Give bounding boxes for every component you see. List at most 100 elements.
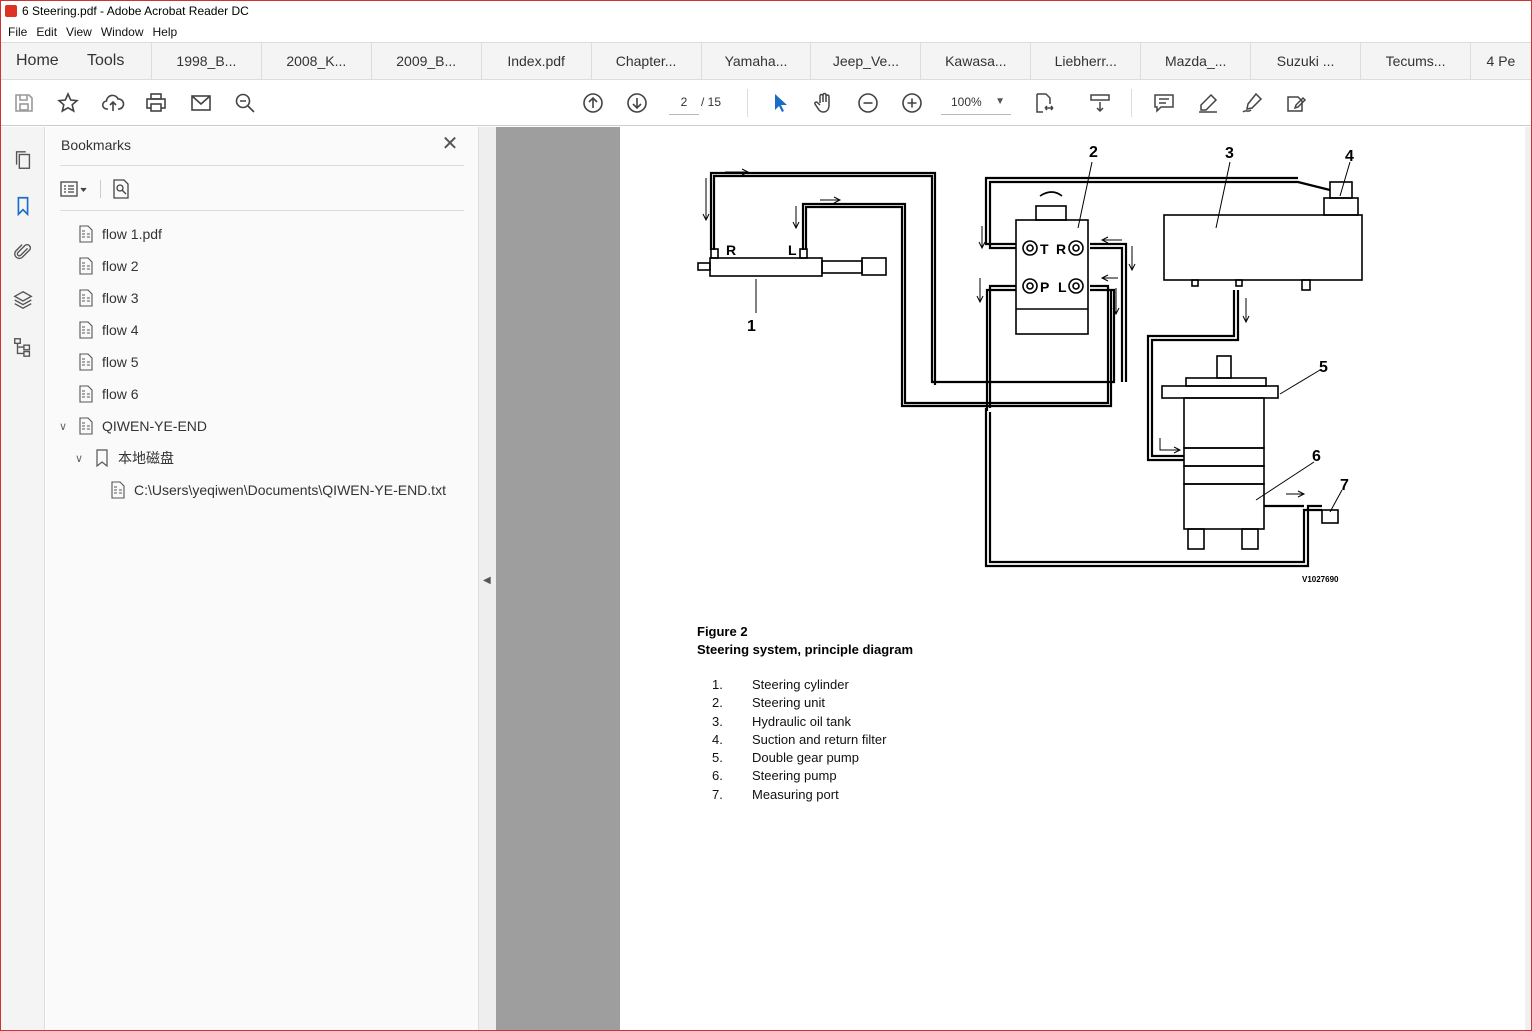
document-tab[interactable]: 2009_B...: [372, 43, 482, 79]
search-zoom-icon[interactable]: [232, 90, 258, 116]
chevron-down-icon[interactable]: ∨: [58, 420, 68, 433]
chevron-down-icon[interactable]: ∨: [74, 452, 84, 465]
legend-item: 7.Measuring port: [712, 786, 839, 802]
legend-item: 1.Steering cylinder: [712, 677, 849, 692]
tab-tools[interactable]: Tools: [74, 43, 152, 79]
document-bookmark-icon: [79, 289, 93, 307]
bookmark-options-button[interactable]: [60, 178, 96, 200]
star-icon[interactable]: [55, 90, 81, 116]
layers-icon[interactable]: [10, 287, 36, 313]
acrobat-app-icon: [5, 5, 17, 17]
callout-leaders: [755, 161, 1351, 513]
highlight-pen-icon[interactable]: [1195, 90, 1221, 116]
print-icon[interactable]: [143, 90, 169, 116]
document-tab[interactable]: 1998_B...: [152, 43, 262, 79]
legend-item: 5.Double gear pump: [712, 750, 859, 766]
panel-splitter[interactable]: ◀: [478, 127, 496, 1030]
bookmarks-toolbar: [60, 177, 147, 201]
pages-icon[interactable]: [10, 147, 36, 173]
bookmark-label: flow 1.pdf: [102, 226, 162, 242]
figure-legend: 1.Steering cylinder 2.Steering unit 3.Hy…: [712, 677, 886, 805]
document-tab[interactable]: Index.pdf: [482, 43, 592, 79]
document-bookmark-icon: [79, 353, 93, 371]
document-tab[interactable]: Liebherr...: [1031, 43, 1142, 79]
save-icon[interactable]: [11, 90, 37, 116]
bookmark-item[interactable]: ∨ QIWEN-YE-END: [56, 415, 207, 437]
bookmark-label: flow 3: [102, 290, 139, 306]
menu-bar: File Edit View Window Help: [1, 22, 1531, 42]
diagram-code: V1027690: [1302, 575, 1339, 584]
page-down-icon[interactable]: [624, 90, 650, 116]
toolbar-divider: [747, 89, 748, 117]
port-label-cylinder-r: R: [726, 242, 736, 258]
toolbar-divider: [1131, 89, 1132, 117]
bookmark-icon[interactable]: [10, 193, 36, 219]
navigation-rail: [1, 127, 45, 1030]
bookmark-item[interactable]: C:\Users\yeqiwen\Documents\QIWEN-YE-END.…: [110, 479, 446, 501]
document-tab[interactable]: 4 Pe: [1486, 53, 1516, 69]
bookmark-item[interactable]: flow 2: [78, 255, 139, 277]
document-tab[interactable]: Chapter...: [592, 43, 702, 79]
bookmark-item[interactable]: flow 5: [78, 351, 139, 373]
page-number-input[interactable]: 2: [669, 91, 699, 115]
menu-file[interactable]: File: [8, 25, 28, 39]
bookmark-item[interactable]: flow 1.pdf: [78, 223, 162, 245]
callout-4: 4: [1345, 148, 1354, 165]
scroll-mode-icon[interactable]: [1087, 90, 1113, 116]
bookmark-item[interactable]: ∨ 本地磁盘: [72, 447, 174, 469]
close-icon[interactable]: ✕: [441, 133, 459, 155]
attachment-icon[interactable]: [10, 239, 36, 265]
document-tab[interactable]: Suzuki ...: [1251, 43, 1362, 79]
document-tab[interactable]: Mazda_...: [1141, 43, 1252, 79]
port-label-cylinder-l: L: [788, 242, 797, 258]
bookmark-label: C:\Users\yeqiwen\Documents\QIWEN-YE-END.…: [134, 482, 446, 498]
document-tab[interactable]: Tecums...: [1361, 43, 1471, 79]
page-fit-icon[interactable]: [1031, 90, 1057, 116]
document-tab[interactable]: Jeep_Ve...: [811, 43, 922, 79]
select-arrow-icon[interactable]: [767, 90, 793, 116]
collapse-arrow-icon[interactable]: ◀: [483, 575, 491, 586]
structure-icon[interactable]: [10, 334, 36, 360]
zoom-level-select[interactable]: 100% ▼: [941, 91, 1011, 115]
bookmark-label: QIWEN-YE-END: [102, 418, 207, 434]
sign-icon[interactable]: [1239, 90, 1265, 116]
callout-7: 7: [1340, 477, 1349, 494]
bookmark-label: flow 5: [102, 354, 139, 370]
callout-2: 2: [1089, 144, 1098, 161]
zoom-out-icon[interactable]: [855, 90, 881, 116]
callout-3: 3: [1225, 145, 1234, 162]
port-label-p: P: [1040, 279, 1049, 295]
new-bookmark-icon[interactable]: [111, 178, 147, 200]
zoom-in-icon[interactable]: [899, 90, 925, 116]
document-tab[interactable]: Kawasa...: [921, 43, 1032, 79]
bookmark-item[interactable]: flow 4: [78, 319, 139, 341]
fill-sign-icon[interactable]: [1283, 90, 1309, 116]
hand-icon[interactable]: [811, 90, 837, 116]
menu-edit[interactable]: Edit: [36, 25, 58, 39]
callout-6: 6: [1312, 448, 1321, 465]
document-tab[interactable]: 2008_K...: [262, 43, 372, 79]
legend-item: 2.Steering unit: [712, 695, 825, 711]
comment-icon[interactable]: [1151, 90, 1177, 116]
tab-bar: Home Tools 1998_B... 2008_K... 2009_B...…: [1, 42, 1531, 80]
upload-icon[interactable]: [100, 90, 126, 116]
bookmark-item[interactable]: flow 3: [78, 287, 139, 309]
zoom-level-value: 100%: [951, 95, 982, 109]
port-label-r: R: [1056, 241, 1066, 257]
menu-help[interactable]: Help: [152, 25, 178, 39]
panel-divider: [60, 210, 464, 211]
page-up-icon[interactable]: [580, 90, 606, 116]
figure-title: Steering system, principle diagram: [697, 642, 914, 657]
menu-window[interactable]: Window: [100, 25, 144, 39]
document-tab[interactable]: Yamaha...: [702, 43, 812, 79]
document-bookmark-icon: [79, 385, 93, 403]
bookmark-ribbon-icon: [96, 449, 108, 467]
window-title: 6 Steering.pdf - Adobe Acrobat Reader DC: [22, 4, 249, 18]
pump-assembly: [1161, 355, 1339, 550]
tab-home[interactable]: Home: [16, 52, 59, 69]
title-bar: 6 Steering.pdf - Adobe Acrobat Reader DC: [1, 1, 1531, 21]
bookmark-item[interactable]: flow 6: [78, 383, 139, 405]
menu-view[interactable]: View: [66, 25, 92, 39]
vertical-scrollbar[interactable]: [1525, 127, 1531, 1030]
email-icon[interactable]: [188, 90, 214, 116]
